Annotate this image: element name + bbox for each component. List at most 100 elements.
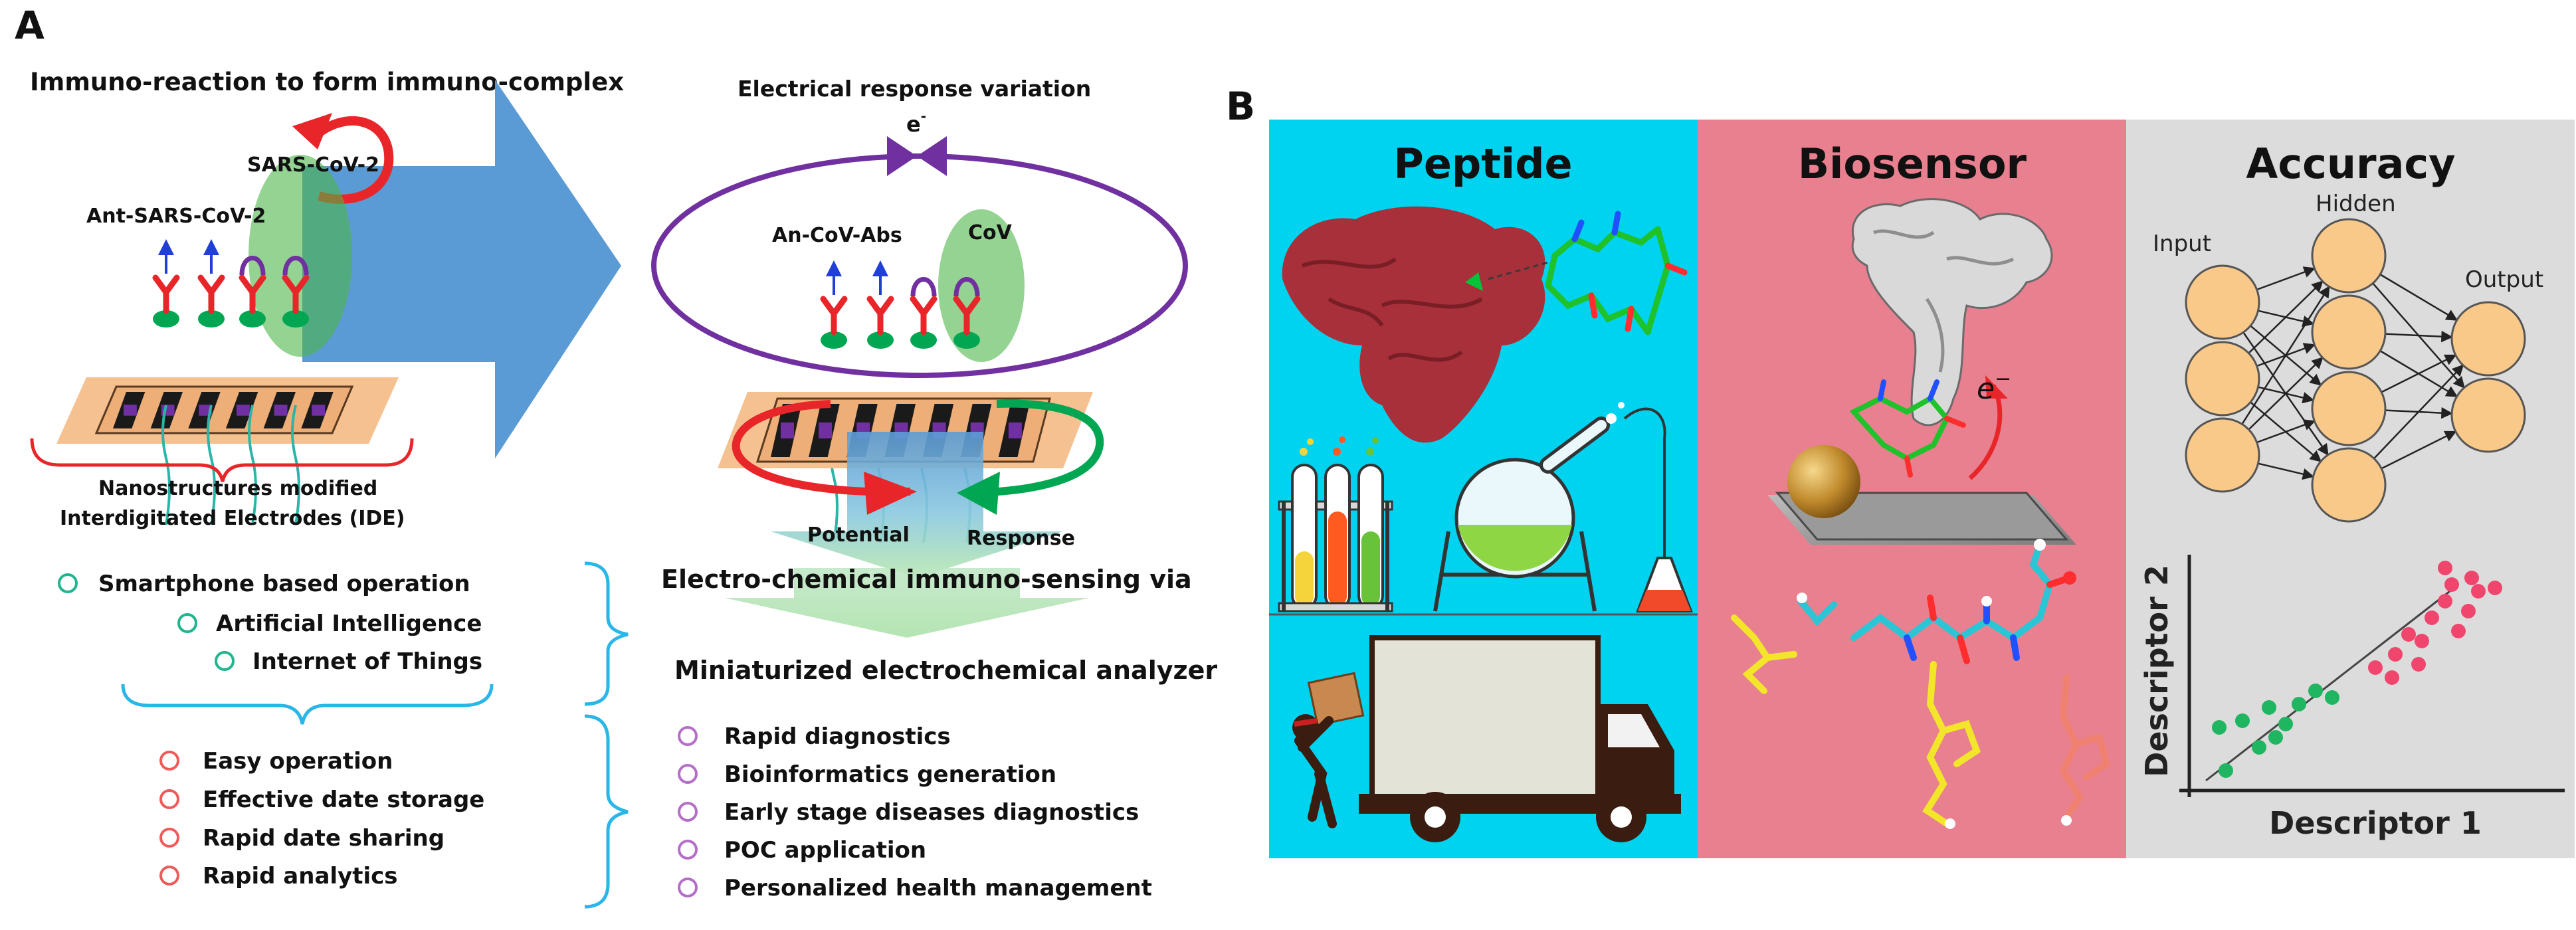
nn-neuron bbox=[2185, 264, 2260, 340]
node bbox=[867, 331, 894, 349]
antibody bbox=[953, 296, 981, 335]
nn-nodes bbox=[2185, 218, 2526, 523]
antibody bbox=[239, 274, 266, 314]
down-arrow bbox=[771, 432, 1063, 578]
nn-output-label: Output bbox=[2465, 266, 2543, 293]
response-curve bbox=[969, 399, 1104, 497]
protein-texture bbox=[1301, 257, 1483, 362]
node bbox=[239, 310, 266, 327]
biosensor-title: Biosensor bbox=[1798, 140, 2027, 188]
nn-edge bbox=[2373, 364, 2464, 460]
electron-arrowhead bbox=[1985, 375, 2008, 399]
cyan-brace-upper bbox=[584, 561, 629, 706]
response-arrowhead bbox=[957, 472, 1000, 515]
nn-edge bbox=[2381, 354, 2457, 393]
node bbox=[821, 331, 847, 349]
nn-neuron bbox=[2185, 341, 2260, 417]
scatter-point-red bbox=[2411, 657, 2426, 672]
nn-neuron bbox=[2311, 447, 2387, 523]
antigen-ellipse bbox=[248, 155, 352, 357]
gold-nanoparticle bbox=[1787, 445, 1860, 518]
peptide-sticks bbox=[1731, 541, 2110, 827]
potential-loop bbox=[732, 400, 911, 496]
ide-gap bbox=[1008, 422, 1022, 438]
panel-b-letter: B bbox=[1226, 84, 1255, 129]
linker bbox=[291, 405, 300, 525]
electron-b-label: e− bbox=[1977, 367, 2011, 406]
axis-y-label: Descriptor 2 bbox=[2139, 565, 2175, 777]
scatter-point-green bbox=[2219, 763, 2233, 778]
nn-hidden-label: Hidden bbox=[2316, 191, 2396, 217]
accuracy-title: Accuracy bbox=[2246, 140, 2455, 188]
antibody bbox=[866, 296, 894, 335]
nn-edge bbox=[2258, 462, 2315, 480]
cyan-brace-horizontal bbox=[121, 684, 494, 725]
heading-sensing: Electro-chemical immuno-sensing via bbox=[661, 565, 1192, 594]
nn-edge bbox=[2385, 330, 2453, 343]
binding-site bbox=[1465, 272, 1483, 291]
outcome-item: Rapid diagnostics bbox=[724, 723, 951, 750]
scatter-point-green bbox=[2212, 720, 2227, 735]
immuno-title: Immuno-reaction to form immuno-complex bbox=[30, 68, 624, 96]
scatter-point-red bbox=[2388, 647, 2403, 662]
axis-x-label: Descriptor 1 bbox=[2269, 805, 2482, 841]
scatter-point-green bbox=[2325, 690, 2339, 705]
conical-flask bbox=[1623, 407, 1693, 612]
trend-line bbox=[2205, 583, 2459, 782]
red-arrowhead bbox=[292, 113, 332, 149]
nn-edge bbox=[2248, 357, 2324, 430]
ant-label: Ant-SARS-CoV-2 bbox=[86, 205, 266, 228]
antibody bbox=[910, 296, 938, 335]
heading-analyzer: Miniaturized electrochemical analyzer bbox=[674, 656, 1217, 685]
scatter-point-red bbox=[2401, 627, 2416, 642]
delivery-truck bbox=[1292, 635, 1681, 842]
feature-item: Artificial Intelligence bbox=[216, 610, 482, 637]
antigen bbox=[282, 256, 309, 276]
electron-label: e- bbox=[906, 108, 926, 137]
ide-gap bbox=[781, 422, 794, 438]
antibody bbox=[282, 274, 310, 314]
antigen bbox=[953, 277, 980, 297]
potential-label: Potential bbox=[807, 523, 910, 547]
ide-gap bbox=[819, 422, 833, 438]
analyzer-arrow bbox=[724, 568, 1090, 638]
nn-edges bbox=[2241, 266, 2465, 480]
linker bbox=[161, 405, 171, 525]
nn-edge bbox=[2381, 430, 2457, 470]
nn-neuron bbox=[2311, 218, 2387, 294]
benefit-item: Effective date storage bbox=[203, 787, 484, 813]
scatter-point-red bbox=[2451, 624, 2466, 638]
cov-ellipse bbox=[938, 209, 1025, 362]
scatter-point-green bbox=[2262, 700, 2276, 715]
antigen bbox=[910, 277, 937, 297]
round-flask bbox=[1433, 402, 1625, 612]
scatter-point-green bbox=[2268, 730, 2283, 745]
outcome-item: Bioinformatics generation bbox=[724, 761, 1056, 788]
ide-gap bbox=[312, 405, 326, 416]
nn-input-label: Input bbox=[2153, 231, 2211, 257]
response-label: Response bbox=[967, 527, 1075, 550]
bound-peptide bbox=[1849, 379, 1966, 478]
nn-edge bbox=[2256, 419, 2316, 444]
feature-item: Internet of Things bbox=[252, 648, 482, 675]
scatter-point-green bbox=[2278, 717, 2293, 731]
feature-item: Smartphone based operation bbox=[98, 571, 470, 597]
outcome-list: Rapid diagnostics Bioinformatics generat… bbox=[678, 723, 1152, 901]
node bbox=[282, 310, 309, 327]
potential-arrowhead bbox=[864, 472, 917, 515]
outcome-item: Personalized health management bbox=[724, 875, 1152, 901]
antibody-row-left bbox=[152, 239, 310, 525]
scatter-points bbox=[2212, 561, 2502, 778]
node bbox=[910, 331, 937, 349]
scatter-point-red bbox=[2438, 561, 2452, 575]
scatter-point-red bbox=[2385, 670, 2399, 685]
feature-list: Smartphone based operation Artificial In… bbox=[58, 571, 482, 675]
benefit-item: Rapid date sharing bbox=[203, 825, 445, 852]
atom-dots bbox=[1797, 539, 2076, 829]
ide-gap bbox=[237, 405, 250, 416]
nn-edge bbox=[2379, 274, 2458, 321]
red-brace bbox=[30, 438, 414, 482]
antibody-texture bbox=[1873, 229, 2015, 373]
linker bbox=[248, 405, 257, 525]
